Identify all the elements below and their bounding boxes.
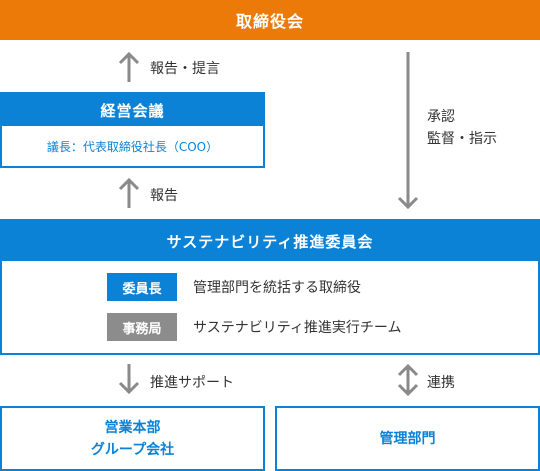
approval-label: 承認 <box>427 109 455 125</box>
group-companies-label: グループ会社 <box>90 441 175 458</box>
chair-text: 管理部門を統括する取締役 <box>193 280 361 296</box>
chair-badge: 委員長 <box>107 273 177 301</box>
management-council: 経営会議 議長：代表取締役社長（COO） <box>0 92 265 168</box>
report-label: 報告 <box>150 188 178 204</box>
arrow-up-icon <box>118 178 140 208</box>
secretariat-text: サステナビリティ推進実行チーム <box>193 320 402 336</box>
arrow-down-icon <box>397 52 419 209</box>
report-proposal-label: 報告・提言 <box>150 61 220 77</box>
board-of-directors: 取締役会 <box>0 0 540 40</box>
admin-division-box: 管理部門 <box>275 406 540 471</box>
council-title: 経営会議 <box>2 94 263 126</box>
arrow-up-icon <box>118 52 140 82</box>
sales-division-label: 営業本部 <box>104 419 161 436</box>
council-chair: 議長：代表取締役社長（COO） <box>46 139 219 154</box>
sustainability-committee: サステナビリティ推進委員会 委員長 管理部門を統括する取締役 事務局 サステナビ… <box>0 219 540 355</box>
cooperation-label: 連携 <box>427 375 455 391</box>
board-label: 取締役会 <box>235 12 304 31</box>
admin-division-label: 管理部門 <box>379 430 436 447</box>
secretariat-row: 事務局 サステナビリティ推進実行チーム <box>107 313 401 341</box>
arrow-down-icon <box>118 364 140 394</box>
committee-chair-row: 委員長 管理部門を統括する取締役 <box>107 273 361 301</box>
secretariat-badge: 事務局 <box>107 313 177 341</box>
approval-supervision-label: 承認 監督・指示 <box>427 106 497 150</box>
sales-group-box: 営業本部 グループ会社 <box>0 406 265 471</box>
committee-title: サステナビリティ推進委員会 <box>2 221 538 261</box>
promotion-support-label: 推進サポート <box>150 375 234 391</box>
double-arrow-icon <box>397 364 419 396</box>
supervision-label: 監督・指示 <box>427 131 497 147</box>
